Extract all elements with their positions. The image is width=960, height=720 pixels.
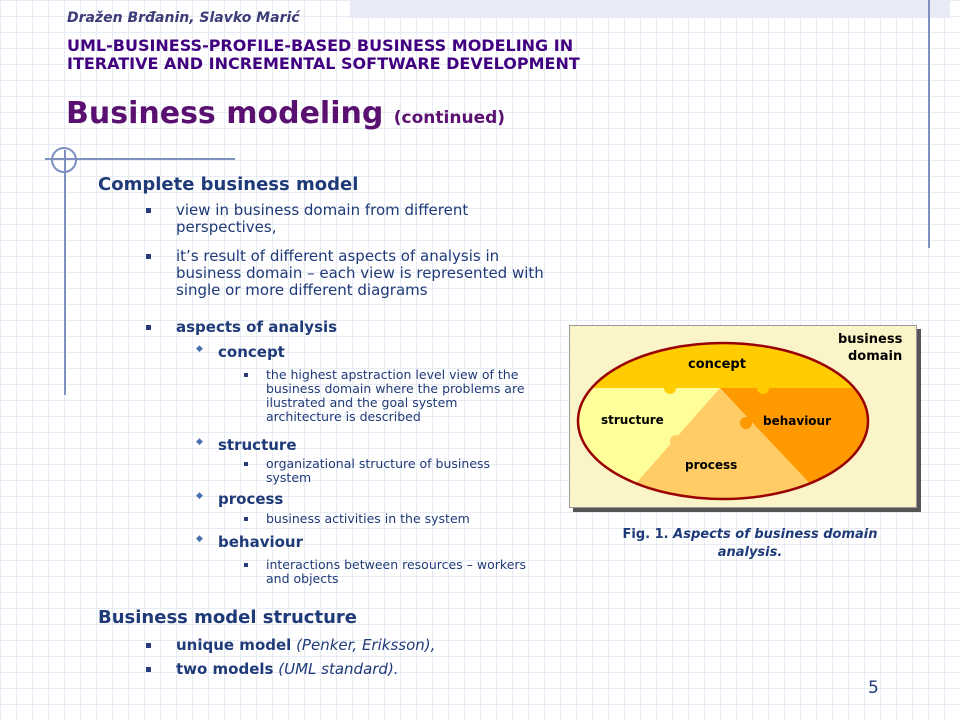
- header-band: [350, 0, 950, 18]
- unique-model-label: unique model: [176, 636, 292, 654]
- decor-line-horizontal: [45, 158, 235, 160]
- aspect-concept-detail: the highest apstraction level view of th…: [244, 368, 534, 424]
- label-process: process: [685, 458, 737, 472]
- authors: Dražen Brđanin, Slavko Marić: [67, 10, 300, 26]
- puzzle-knob: [664, 382, 676, 394]
- two-models-ref: (UML standard).: [273, 660, 399, 678]
- decor-circle: [51, 147, 77, 173]
- caption-prefix: Fig. 1.: [622, 527, 669, 542]
- slide-title-main: Business modeling: [66, 96, 384, 131]
- domain-ellipse: [576, 341, 870, 501]
- aspect-structure-detail: organizational structure of business sys…: [244, 457, 534, 485]
- aspect-structure: structure: [196, 436, 296, 454]
- label-behaviour: behaviour: [763, 414, 831, 428]
- bullet-aspects-result: it’s result of different aspects of anal…: [146, 248, 556, 299]
- puzzle-knob: [740, 417, 752, 429]
- figure-business-domain: business domain concept structure behavi…: [569, 325, 917, 508]
- aspect-behaviour: behaviour: [196, 533, 303, 551]
- section-heading-complete-model: Complete business model: [98, 174, 359, 195]
- decor-line-right: [928, 0, 930, 248]
- slide-title: Business modeling (continued): [66, 96, 505, 131]
- aspect-process: process: [196, 490, 284, 508]
- unique-model-ref: (Penker, Eriksson),: [291, 636, 436, 654]
- aspect-behaviour-detail: interactions between resources – workers…: [244, 558, 534, 586]
- paper-title-line2: ITERATIVE AND INCREMENTAL SOFTWARE DEVEL…: [67, 54, 580, 73]
- puzzle-knob: [786, 448, 798, 460]
- aspect-concept: concept: [196, 343, 285, 361]
- label-domain: domain: [848, 349, 902, 364]
- bullet-two-models: two models (UML standard).: [146, 660, 556, 678]
- two-models-label: two models: [176, 660, 274, 678]
- aspect-process-detail: business activities in the system: [244, 512, 534, 526]
- piece-process-shape: [615, 388, 832, 499]
- decor-line-left: [64, 150, 66, 395]
- bullet-perspectives: view in business domain from different p…: [146, 202, 556, 236]
- piece-concept-shape: [578, 343, 868, 388]
- caption-text: Aspects of business domain analysis.: [673, 527, 878, 560]
- page-number: 5: [868, 678, 879, 698]
- paper-title: UML-BUSINESS-PROFILE-BASED BUSINESS MODE…: [67, 37, 767, 73]
- paper-title-line1: UML-BUSINESS-PROFILE-BASED BUSINESS MODE…: [67, 36, 574, 55]
- section-heading-model-structure: Business model structure: [98, 607, 357, 628]
- figure-caption: Fig. 1. Aspects of business domain analy…: [590, 526, 910, 562]
- slide-title-suffix: (continued): [393, 108, 506, 128]
- label-structure: structure: [601, 413, 664, 427]
- puzzle-knob: [757, 382, 769, 394]
- label-business: business: [838, 332, 903, 347]
- label-concept: concept: [688, 357, 746, 372]
- bullet-aspects-heading: aspects of analysis: [146, 319, 556, 336]
- figure-diagram: business domain concept structure behavi…: [576, 332, 903, 501]
- puzzle-knob: [670, 435, 682, 447]
- bullet-unique-model: unique model (Penker, Eriksson),: [146, 636, 556, 654]
